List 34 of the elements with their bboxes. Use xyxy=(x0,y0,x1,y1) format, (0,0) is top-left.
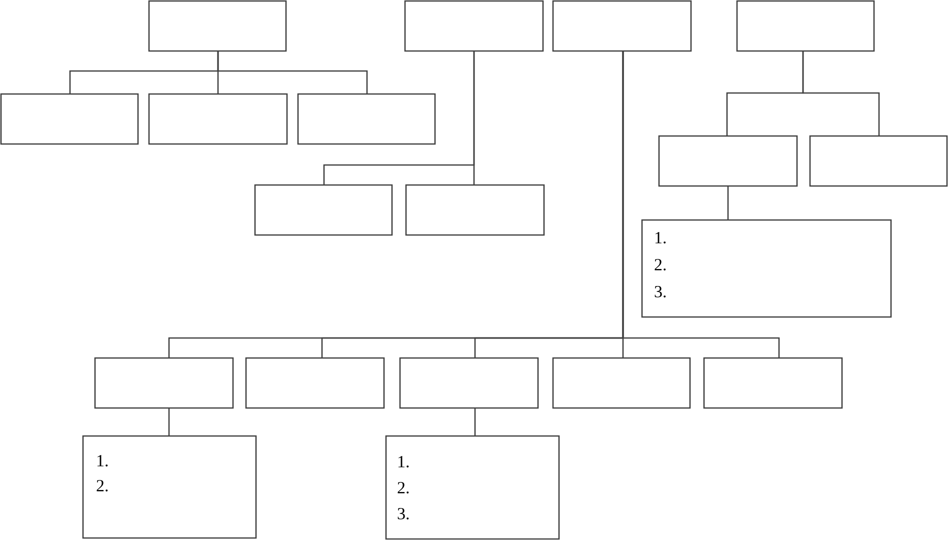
list-box xyxy=(641,219,892,318)
list-number: 3. xyxy=(398,508,409,520)
blank-box xyxy=(254,184,393,236)
blank-box xyxy=(148,93,288,145)
connector-line xyxy=(622,51,780,358)
blank-box xyxy=(703,357,843,409)
blank-box xyxy=(148,0,287,52)
list-number: 1. xyxy=(98,455,108,466)
blank-box xyxy=(658,135,798,187)
blank-box xyxy=(405,184,545,236)
blank-box xyxy=(404,0,544,52)
blank-box xyxy=(552,357,691,409)
list-number: 2. xyxy=(654,258,666,270)
blank-box xyxy=(245,357,385,409)
list-number: 1. xyxy=(656,232,666,244)
connector-line xyxy=(727,186,729,220)
blank-box xyxy=(736,0,875,52)
blank-box xyxy=(0,93,139,145)
blank-box xyxy=(94,357,234,409)
list-box xyxy=(82,435,257,539)
connector-line xyxy=(217,51,368,94)
list-number: 2. xyxy=(398,482,409,494)
list-box xyxy=(385,435,560,540)
list-number: 2. xyxy=(96,480,108,492)
blank-box xyxy=(297,93,436,145)
connector-line xyxy=(802,51,880,136)
blank-box xyxy=(399,357,539,409)
list-number: 3. xyxy=(654,286,666,298)
list-number: 1. xyxy=(398,456,409,468)
blank-box xyxy=(809,135,948,187)
connector-line xyxy=(474,408,476,436)
blank-box xyxy=(552,0,692,52)
connector-line xyxy=(473,51,475,185)
connector-line xyxy=(168,408,170,436)
